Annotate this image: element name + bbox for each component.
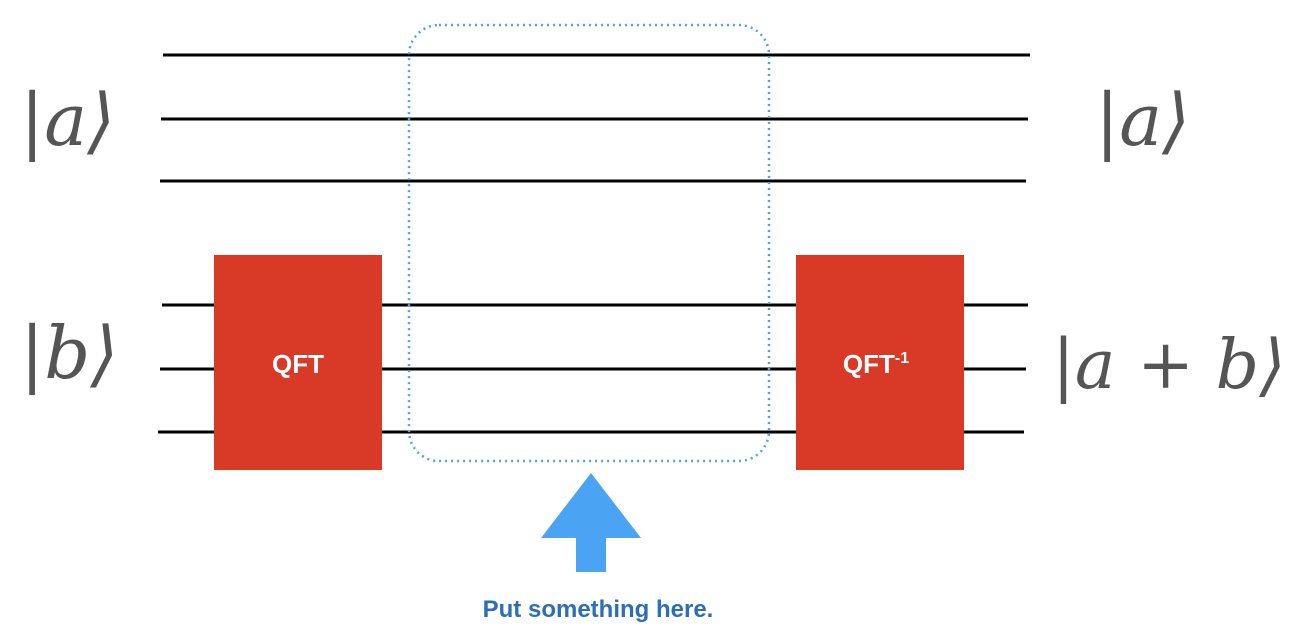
inverse-qft-gate-superscript: -1	[895, 350, 909, 367]
input-ket-a: |a⟩	[20, 78, 115, 162]
inverse-qft-gate-name: QFT	[843, 349, 895, 379]
inverse-qft-gate	[796, 255, 964, 470]
output-ket-a: |a⟩	[1095, 78, 1190, 162]
qft-gate	[214, 255, 382, 470]
placeholder-hint: Put something here.	[483, 596, 714, 623]
up-arrow-icon	[541, 473, 641, 572]
placeholder-region	[407, 23, 771, 463]
input-ket-b: |b⟩	[20, 311, 118, 395]
output-ket-sum: |a + b⟩	[1052, 326, 1286, 405]
inverse-qft-gate-label: QFT-1	[843, 349, 909, 379]
qft-gate-label: QFT	[272, 349, 324, 379]
